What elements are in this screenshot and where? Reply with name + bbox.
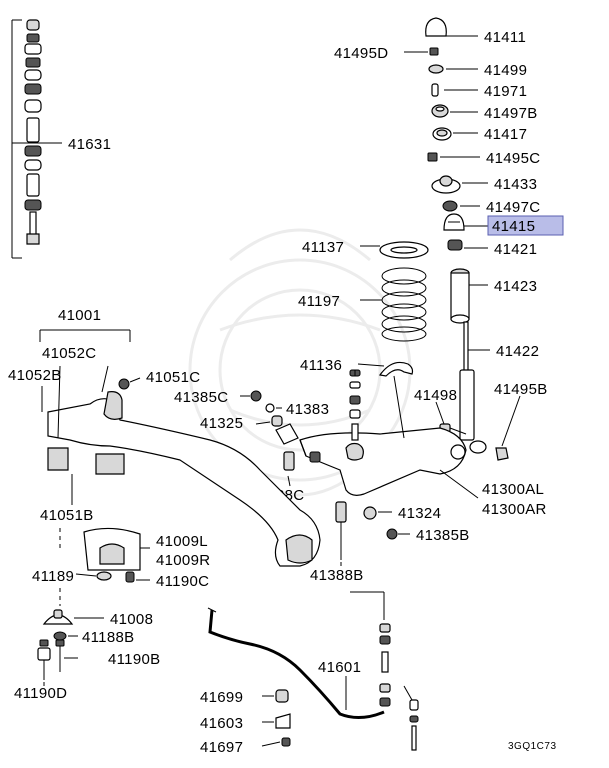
label-41190D[interactable]: 41190D (14, 685, 67, 702)
part-41383-washer[interactable] (265, 403, 275, 413)
part-41190D-bolt[interactable] (37, 639, 51, 680)
label-41433[interactable]: 41433 (494, 176, 537, 193)
label-41190C[interactable]: 41190C (156, 573, 209, 590)
label-41385B[interactable]: 41385B (416, 527, 470, 544)
part-41411-cap[interactable] (425, 17, 447, 37)
label-41325[interactable]: 41325 (200, 415, 243, 432)
part-41495B-nut[interactable] (495, 447, 509, 461)
part-41008-bracket[interactable] (42, 609, 74, 625)
label-41499[interactable]: 41499 (484, 62, 527, 79)
part-lower-arm-bushing-stack[interactable] (349, 369, 361, 441)
part-41137-spring-seat[interactable] (379, 241, 429, 259)
part-41971-collar[interactable] (431, 83, 439, 97)
part-41601-stabilizer-bar[interactable] (207, 607, 385, 719)
label-41190B[interactable]: 41190B (108, 651, 160, 668)
part-41421-stopper[interactable] (447, 239, 463, 251)
part-41697-bolt[interactable] (281, 737, 291, 747)
part-41385C-nut[interactable] (250, 390, 262, 402)
part-41190C-bolt[interactable] (125, 571, 135, 583)
label-41009L[interactable]: 41009L (156, 533, 208, 550)
label-41498[interactable]: 41498 (414, 387, 457, 404)
label-41300AL[interactable]: 41300AL (482, 481, 544, 498)
label-41001[interactable]: 41001 (58, 307, 101, 324)
label-41495B[interactable]: 41495B (494, 381, 548, 398)
label-41189[interactable]: 41189 (32, 568, 74, 585)
label-41601[interactable]: 41601 (318, 659, 361, 676)
part-41603-bracket[interactable] (275, 713, 291, 729)
part-41300A-lower-arm[interactable] (299, 427, 467, 496)
part-41495D-nut[interactable] (429, 47, 439, 56)
part-41325-bushing[interactable] (271, 415, 283, 427)
label-41495C[interactable]: 41495C (486, 150, 540, 167)
label-41137[interactable]: 41137 (302, 239, 344, 256)
label-41697[interactable]: 41697 (200, 739, 243, 756)
label-41385C[interactable]: 41385C (174, 389, 228, 406)
label-41423[interactable]: 41423 (494, 278, 537, 295)
label-41052C[interactable]: 41052C (42, 345, 96, 362)
part-41324-bushing[interactable] (363, 506, 377, 520)
label-41136[interactable]: 41136 (300, 357, 342, 374)
part-41422-shock-absorber[interactable] (459, 321, 487, 454)
part-41417-plate[interactable] (432, 127, 452, 141)
part-41188B-washer[interactable] (53, 631, 67, 641)
label-41197[interactable]: 41197 (298, 293, 340, 310)
label-41383[interactable]: 41383 (286, 401, 329, 418)
part-41497C-bushing[interactable] (442, 200, 458, 212)
label-41497B[interactable]: 41497B (484, 105, 538, 122)
label-41971[interactable]: 41971 (484, 83, 527, 100)
label-41008[interactable]: 41008 (110, 611, 153, 628)
label-41603[interactable]: 41603 (200, 715, 243, 732)
label-41324[interactable]: 41324 (398, 505, 441, 522)
label-41388B[interactable]: 41388B (310, 567, 364, 584)
label-41415[interactable]: 41415 (492, 218, 535, 235)
part-41495C-nut[interactable] (427, 152, 438, 162)
part-41001-crossmember[interactable] (47, 391, 321, 567)
part-bar-link-stack[interactable] (379, 623, 419, 751)
part-41385B-nut[interactable] (386, 528, 398, 540)
part-41051C-nut[interactable] (118, 378, 130, 390)
label-41495D[interactable]: 41495D (334, 45, 388, 62)
label-41417[interactable]: 41417 (484, 126, 527, 143)
label-41188B[interactable]: 41188B (82, 629, 134, 646)
diagram-code: 3GQ1C73 (508, 741, 557, 752)
label-41009R[interactable]: 41009R (156, 552, 210, 569)
label-41051C[interactable]: 41051C (146, 369, 200, 386)
label-41051B[interactable]: 41051B (40, 507, 94, 524)
part-41388B-bolt[interactable] (335, 501, 347, 560)
label-41300AR[interactable]: 41300AR (482, 501, 547, 518)
part-41423-dust-cover[interactable] (450, 268, 470, 324)
label-41422[interactable]: 41422 (496, 343, 539, 360)
part-41189-washer[interactable] (96, 571, 112, 581)
part-41415-bump-stopper[interactable] (443, 213, 465, 231)
label-41699[interactable]: 41699 (200, 689, 243, 706)
part-41631-stabilizer-link[interactable] (24, 19, 42, 245)
highlight-41415 (487, 215, 564, 236)
part-41190B-bolt[interactable] (55, 639, 65, 672)
part-41388C-bolt[interactable] (275, 423, 321, 471)
part-41009-bushing-bracket[interactable] (83, 527, 141, 571)
label-41421[interactable]: 41421 (494, 241, 537, 258)
label-41497C[interactable]: 41497C (486, 199, 540, 216)
label-41411[interactable]: 41411 (484, 29, 526, 46)
part-41499-washer[interactable] (428, 64, 444, 74)
part-41136-spring-pad[interactable] (378, 361, 414, 377)
part-41497B-bushing[interactable] (431, 104, 449, 118)
label-41631[interactable]: 41631 (68, 136, 111, 153)
part-41433-mount[interactable] (431, 175, 461, 194)
part-41699-bushing[interactable] (275, 689, 289, 703)
label-41052B[interactable]: 41052B (8, 367, 62, 384)
